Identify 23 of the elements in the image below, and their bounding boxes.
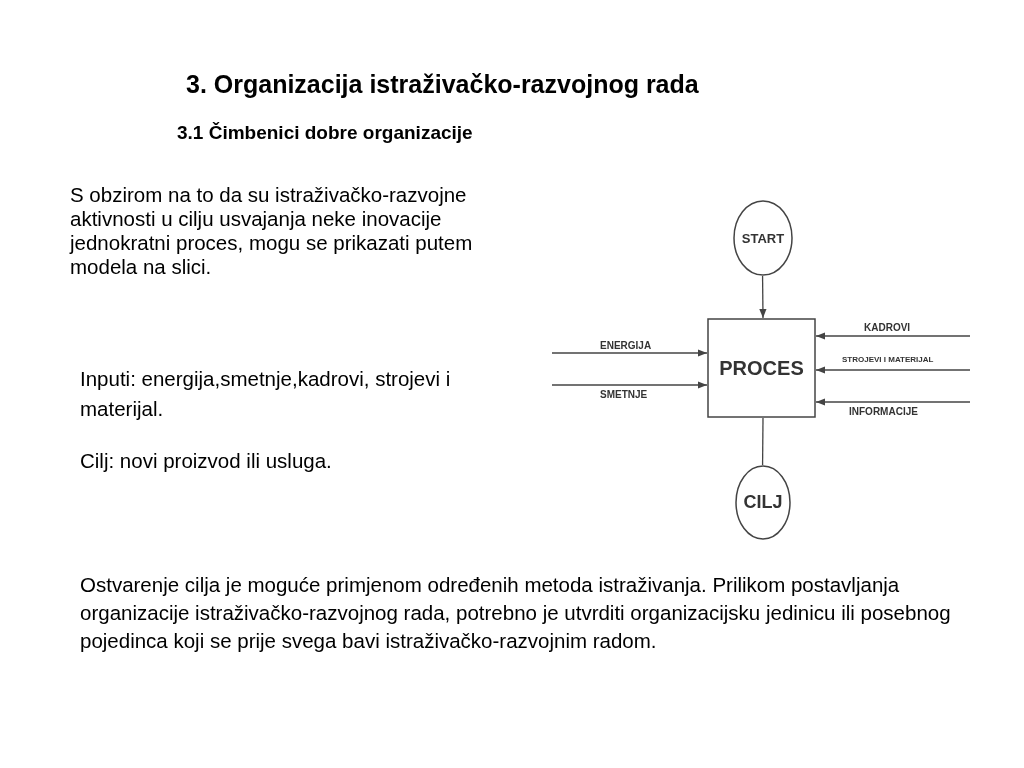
edge-label: INFORMACIJE: [849, 406, 918, 417]
arrow: [815, 366, 971, 374]
edge-label: SMETNJE: [600, 389, 648, 400]
ellipse-node: [735, 465, 791, 540]
slide-subtitle: 3.1 Čimbenici dobre organizacije: [177, 122, 473, 144]
ellipse-node: [733, 200, 793, 276]
paragraph: Inputi: energija,smetnje,kadrovi, strojevi i materijal.: [80, 366, 452, 422]
arrow: [815, 398, 971, 406]
slide-title: 3. Organizacija istraživačko-razvojnog rada: [186, 70, 699, 99]
node-label: CILJ: [743, 492, 783, 513]
edge-label: STROJEVI I MATERIJAL: [842, 355, 934, 364]
edge-label: KADROVI: [864, 322, 911, 333]
arrow: [815, 332, 971, 340]
paragraph: Cilj: novi proizvod ili usluga.: [80, 448, 333, 474]
edge-label: ENERGIJA: [600, 340, 652, 351]
node-label: PROCES: [719, 356, 804, 380]
paragraph: Ostvarenje cilja je moguće primjenom određenih metoda istraživanja. Prilikom postavljanja organizacije istraživačko-razvojnog rada, potrebno je utvrditi organizacijsku jedinicu ili posebnog pojedinca koji se prije svega bavi istraživačko-razvojnim radom.: [80, 572, 952, 654]
arrow: [759, 275, 767, 319]
paragraph: S obzirom na to da su istraživačko-razvojne aktivnosti u cilju usvajanja neke inovacije jednokratni proces, mogu se prikazati putem modela na slici.: [70, 183, 474, 279]
process-box: [707, 318, 816, 418]
arrow: [551, 381, 708, 389]
arrow: [551, 349, 708, 357]
node-label: START: [741, 230, 785, 246]
